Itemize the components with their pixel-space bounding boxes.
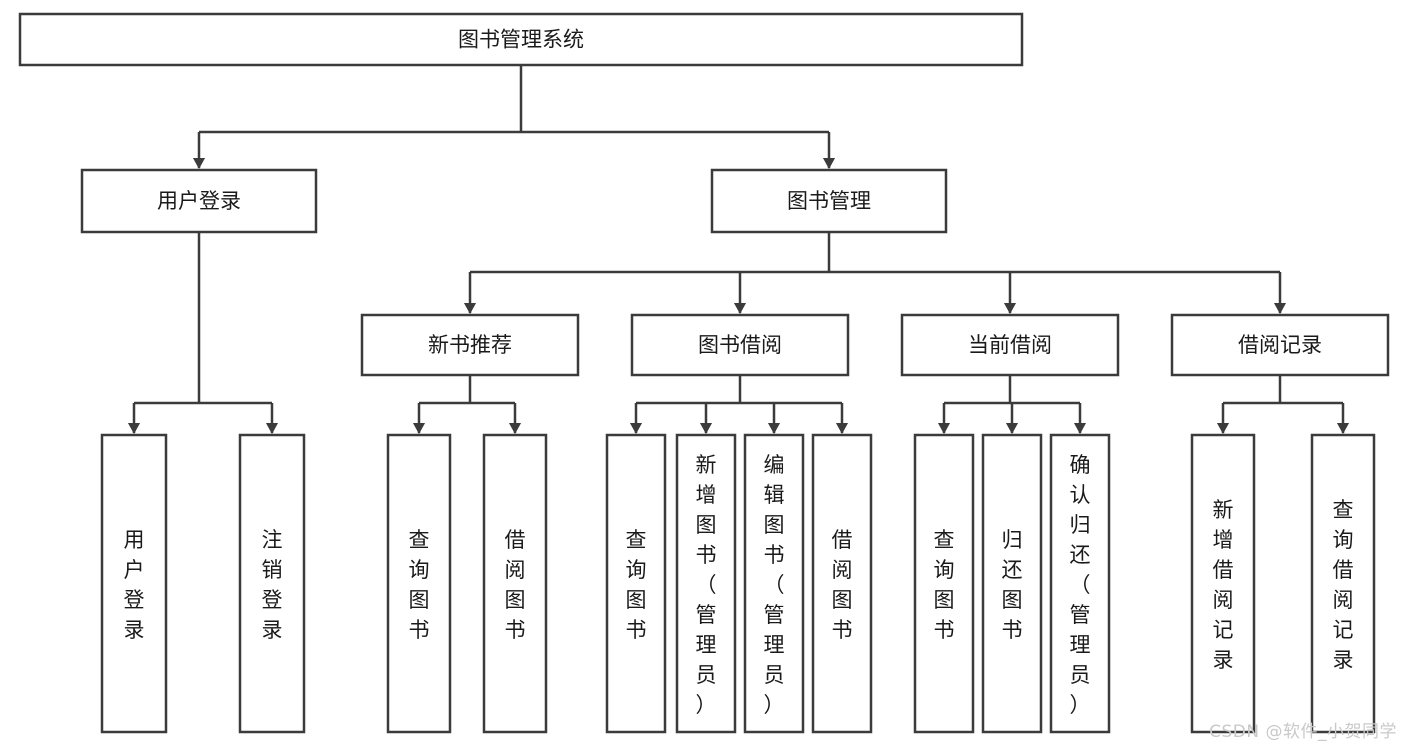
node-leaf-return-book[interactable]: 归还图书 [981, 433, 1043, 734]
node-label-leaf-add-book: 新增图书（管理员） [696, 453, 717, 717]
node-label-leaf-logout: 注销登录 [262, 528, 283, 642]
node-label-leaf-query-book-rec: 查询图书 [409, 528, 430, 642]
node-box-leaf-query-book-cur [913, 433, 975, 734]
node-box-leaf-logout [238, 433, 306, 734]
node-box-leaf-return-book [981, 433, 1043, 734]
node-label-leaf-add-record: 新增借阅记录 [1213, 498, 1234, 672]
node-box-leaf-query-record [1310, 433, 1376, 734]
node-box-leaf-add-book [675, 433, 737, 734]
arrow-head-icon [463, 303, 477, 314]
node-leaf-add-book[interactable]: 新增图书（管理员） [675, 433, 737, 734]
arrow-head-icon [508, 423, 522, 434]
node-box-leaf-confirm-return [1049, 433, 1111, 734]
node-root[interactable]: 图书管理系统 [18, 12, 1024, 67]
arrow-head-icon [265, 423, 279, 434]
node-label-leaf-edit-book: 编辑图书（管理员） [764, 453, 785, 717]
node-label-leaf-borrow-book-rec: 借阅图书 [505, 528, 526, 642]
node-leaf-logout[interactable]: 注销登录 [238, 433, 306, 734]
node-box-borrow-record [1170, 313, 1390, 377]
node-leaf-confirm-return[interactable]: 确认归还（管理员） [1049, 433, 1111, 734]
node-label-leaf-user-login: 用户登录 [124, 528, 145, 642]
node-borrow-record[interactable]: 借阅记录 [1170, 313, 1390, 377]
node-leaf-borrow-book-rec[interactable]: 借阅图书 [482, 433, 548, 734]
node-label-book-manage: 图书管理 [787, 189, 871, 213]
arrow-head-icon [412, 423, 426, 434]
arrow-head-icon [1073, 423, 1087, 434]
arrow-head-icon [767, 423, 781, 434]
node-label-user-login: 用户登录 [157, 189, 241, 213]
arrow-head-icon [629, 423, 643, 434]
node-leaf-query-book-cur[interactable]: 查询图书 [913, 433, 975, 734]
node-box-leaf-query-book-rec [386, 433, 452, 734]
node-box-user-login [80, 168, 318, 234]
node-label-new-book-recommend: 新书推荐 [428, 333, 512, 357]
node-box-leaf-user-login [100, 433, 168, 734]
node-label-book-borrow: 图书借阅 [698, 333, 782, 357]
node-box-leaf-borrow-book-rec [482, 433, 548, 734]
arrow-head-icon [1336, 423, 1350, 434]
arrow-head-icon [733, 303, 747, 314]
node-leaf-user-login[interactable]: 用户登录 [100, 433, 168, 734]
node-box-leaf-edit-book [743, 433, 805, 734]
node-box-current-borrow [900, 313, 1120, 377]
node-label-leaf-query-record: 查询借阅记录 [1333, 498, 1354, 672]
node-leaf-query-book-bor[interactable]: 查询图书 [605, 433, 667, 734]
node-box-root [18, 12, 1024, 67]
node-label-leaf-borrow-book-bor: 借阅图书 [832, 528, 853, 642]
node-label-leaf-query-book-cur: 查询图书 [934, 528, 955, 642]
node-leaf-query-book-rec[interactable]: 查询图书 [386, 433, 452, 734]
node-leaf-query-record[interactable]: 查询借阅记录 [1310, 433, 1376, 734]
node-leaf-add-record[interactable]: 新增借阅记录 [1190, 433, 1256, 734]
node-box-leaf-add-record [1190, 433, 1256, 734]
node-box-book-manage [710, 168, 948, 234]
nodes-layer: 图书管理系统用户登录图书管理新书推荐图书借阅当前借阅借阅记录用户登录注销登录查询… [18, 12, 1390, 734]
arrow-head-icon [822, 158, 836, 169]
connectors-layer [127, 65, 1350, 434]
node-label-leaf-confirm-return: 确认归还（管理员） [1070, 453, 1091, 717]
node-box-new-book-recommend [360, 313, 580, 377]
node-book-manage[interactable]: 图书管理 [710, 168, 948, 234]
node-box-leaf-borrow-book-bor [811, 433, 873, 734]
arrow-head-icon [835, 423, 849, 434]
node-leaf-borrow-book-bor[interactable]: 借阅图书 [811, 433, 873, 734]
arrow-head-icon [1216, 423, 1230, 434]
node-box-book-borrow [630, 313, 850, 377]
arrow-head-icon [127, 423, 141, 434]
arrow-head-icon [1005, 423, 1019, 434]
node-user-login[interactable]: 用户登录 [80, 168, 318, 234]
node-new-book-recommend[interactable]: 新书推荐 [360, 313, 580, 377]
node-label-root: 图书管理系统 [458, 28, 584, 52]
node-box-leaf-query-book-bor [605, 433, 667, 734]
arrow-head-icon [1003, 303, 1017, 314]
node-current-borrow[interactable]: 当前借阅 [900, 313, 1120, 377]
node-leaf-edit-book[interactable]: 编辑图书（管理员） [743, 433, 805, 734]
arrow-head-icon [937, 423, 951, 434]
node-label-current-borrow: 当前借阅 [968, 333, 1052, 357]
arrow-head-icon [699, 423, 713, 434]
node-book-borrow[interactable]: 图书借阅 [630, 313, 850, 377]
node-label-leaf-return-book: 归还图书 [1002, 528, 1023, 642]
arrow-head-icon [1273, 303, 1287, 314]
arrow-head-icon [192, 158, 206, 169]
node-label-borrow-record: 借阅记录 [1238, 333, 1322, 357]
node-label-leaf-query-book-bor: 查询图书 [626, 528, 647, 642]
